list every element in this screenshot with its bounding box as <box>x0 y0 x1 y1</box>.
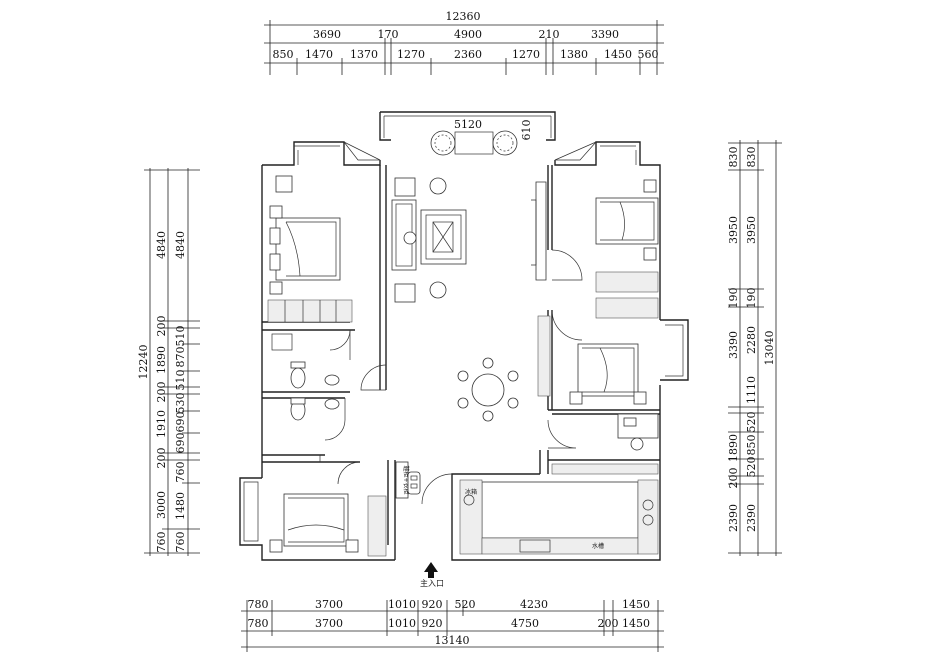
top-dim: 3390 <box>591 28 619 41</box>
top-total-dim: 12360 <box>446 10 481 23</box>
left-dim: 4840 <box>155 231 168 259</box>
bedroom-4 <box>269 493 387 557</box>
bottom-dim: 3700 <box>315 598 343 611</box>
bottom-dim: 1010 <box>388 617 416 630</box>
top-dim: 1370 <box>350 48 378 61</box>
left-dim: 1890 <box>155 346 168 374</box>
left-dim: 200 <box>155 316 168 337</box>
left-dim: 1480 <box>174 492 187 520</box>
right-dim: 3950 <box>745 216 758 244</box>
right-dimensions: 830 3950 190 3390 1890 200 2390 830 3950… <box>727 140 782 556</box>
right-dim: 2280 <box>745 326 758 354</box>
top-dim: 1380 <box>560 48 588 61</box>
right-dim: 520 <box>745 457 758 478</box>
bathrooms <box>271 333 340 421</box>
top-dim: 170 <box>378 28 399 41</box>
top-dim: 3690 <box>313 28 341 41</box>
right-dim: 200 <box>727 468 740 489</box>
right-dim: 830 <box>727 147 740 168</box>
left-dim: 530 <box>174 393 187 414</box>
bedroom-2 <box>595 179 659 319</box>
living-room <box>391 177 547 303</box>
right-dim: 1890 <box>727 434 740 462</box>
top-dim: 1270 <box>512 48 540 61</box>
entry-cabinet-label: 鞋柜+衣柜 <box>402 465 410 494</box>
bottom-dimensions: 780 3700 1010 920 520 4230 1450 780 3700… <box>241 598 664 652</box>
bottom-dim: 3700 <box>315 617 343 630</box>
left-dim: 690 <box>174 433 187 454</box>
right-dim: 520 <box>745 412 758 433</box>
left-dim: 760 <box>174 462 187 483</box>
bottom-dim: 4230 <box>520 598 548 611</box>
left-dim: 760 <box>155 532 168 553</box>
bottom-dim: 1450 <box>622 598 650 611</box>
bottom-dim: 780 <box>248 617 269 630</box>
sink-label: 水槽 <box>592 542 604 550</box>
bottom-dim: 920 <box>422 617 443 630</box>
dining-table <box>457 357 519 422</box>
left-dim: 1910 <box>155 410 168 438</box>
right-dim: 1110 <box>745 376 758 404</box>
left-dim: 200 <box>155 382 168 403</box>
left-dim: 4840 <box>174 231 187 259</box>
top-dim: 850 <box>273 48 294 61</box>
bedroom-3 <box>537 315 647 405</box>
left-dim: 510 <box>174 370 187 391</box>
left-dim: 870 <box>174 347 187 368</box>
left-total-dim: 12240 <box>137 345 150 380</box>
kitchen: 冰箱 水槽 <box>459 479 659 555</box>
right-dim: 850 <box>745 435 758 456</box>
left-dim: 3000 <box>155 491 168 519</box>
right-dim: 3950 <box>727 216 740 244</box>
top-dim: 1270 <box>397 48 425 61</box>
bottom-dim: 1450 <box>622 617 650 630</box>
top-dimensions: 12360 3690 170 4900 210 3390 850 1470 13… <box>264 10 664 75</box>
bottom-dim: 1010 <box>388 598 416 611</box>
top-dim: 4900 <box>454 28 482 41</box>
right-dim: 190 <box>727 288 740 309</box>
top-dim: 1450 <box>604 48 632 61</box>
right-dim: 2390 <box>745 504 758 532</box>
left-dim: 510 <box>174 326 187 347</box>
top-dim: 1470 <box>305 48 333 61</box>
master-bedroom <box>267 175 353 323</box>
main-entrance-label: 主入口 <box>420 578 444 588</box>
bottom-dim: 920 <box>422 598 443 611</box>
right-dim: 830 <box>745 147 758 168</box>
balcony-furniture: 5120 610 <box>430 118 533 156</box>
entry-arrow-icon <box>424 562 438 578</box>
top-dim: 2360 <box>454 48 482 61</box>
interior-walls <box>262 165 660 560</box>
right-dim: 2390 <box>727 504 740 532</box>
entry: 鞋柜+衣柜 主入口 <box>395 461 444 588</box>
right-dim: 3390 <box>727 331 740 359</box>
balcony-depth-dim: 610 <box>520 120 533 141</box>
left-dim: 200 <box>155 448 168 469</box>
bottom-dim: 780 <box>248 598 269 611</box>
top-dim: 560 <box>638 48 659 61</box>
bottom-dim: 520 <box>455 598 476 611</box>
bottom-dim: 4750 <box>511 617 539 630</box>
right-dim: 190 <box>745 288 758 309</box>
left-dimensions: 12240 4840 200 1890 200 1910 200 3000 76… <box>137 168 200 556</box>
door-swings <box>324 249 583 505</box>
right-total-dim: 13040 <box>763 331 776 366</box>
left-dim: 690 <box>174 412 187 433</box>
bottom-total-dim: 13140 <box>435 634 470 647</box>
left-dim: 760 <box>174 532 187 553</box>
fridge-label: 冰箱 <box>465 488 477 496</box>
top-dim: 210 <box>539 28 560 41</box>
balcony-width-dim: 5120 <box>454 118 482 131</box>
study-room <box>551 413 659 475</box>
bottom-dim: 200 <box>598 617 619 630</box>
